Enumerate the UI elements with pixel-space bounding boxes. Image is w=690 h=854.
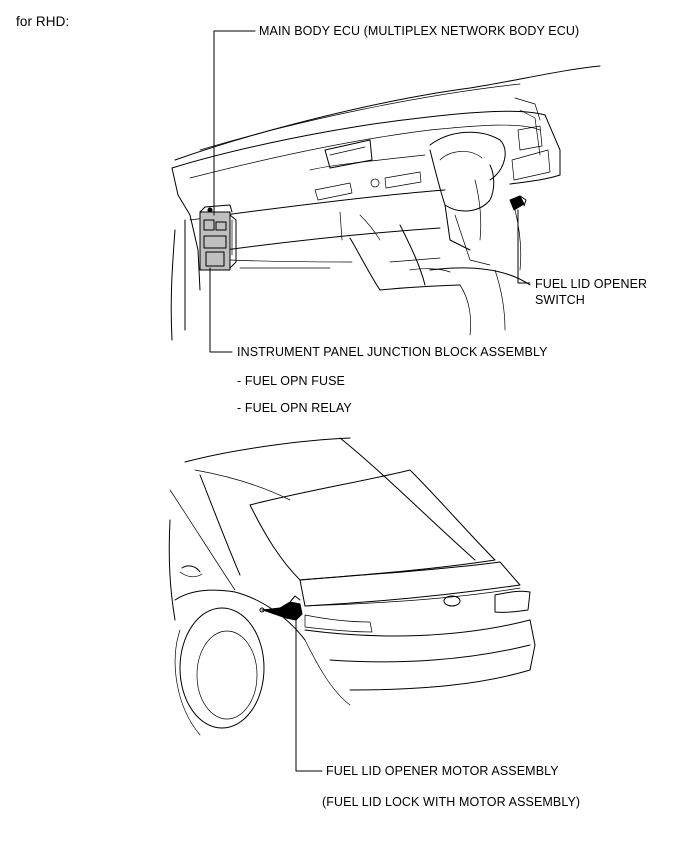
label-instrument-panel-jb: INSTRUMENT PANEL JUNCTION BLOCK ASSEMBLY: [237, 345, 548, 359]
label-fuel-lid-lock: (FUEL LID LOCK WITH MOTOR ASSEMBLY): [322, 795, 581, 809]
label-fuel-lid-opener-switch-line1: FUEL LID OPENER: [535, 277, 648, 291]
dashboard-leader-lines: [209, 30, 531, 353]
dashboard-illustration: [170, 65, 601, 341]
label-fuel-lid-opener-motor: FUEL LID OPENER MOTOR ASSEMBLY: [326, 764, 559, 778]
vehicle-rear-illustration: [168, 437, 536, 736]
label-main-body-ecu: MAIN BODY ECU (MULTIPLEX NETWORK BODY EC…: [259, 24, 580, 38]
label-fuel-opn-relay: - FUEL OPN RELAY: [237, 401, 352, 415]
label-fuel-opn-fuse: - FUEL OPN FUSE: [237, 374, 345, 388]
heading-for-rhd: for RHD:: [16, 14, 70, 29]
rear-leader-lines: [295, 619, 323, 772]
label-fuel-lid-opener-switch-line2: SWITCH: [535, 293, 585, 307]
